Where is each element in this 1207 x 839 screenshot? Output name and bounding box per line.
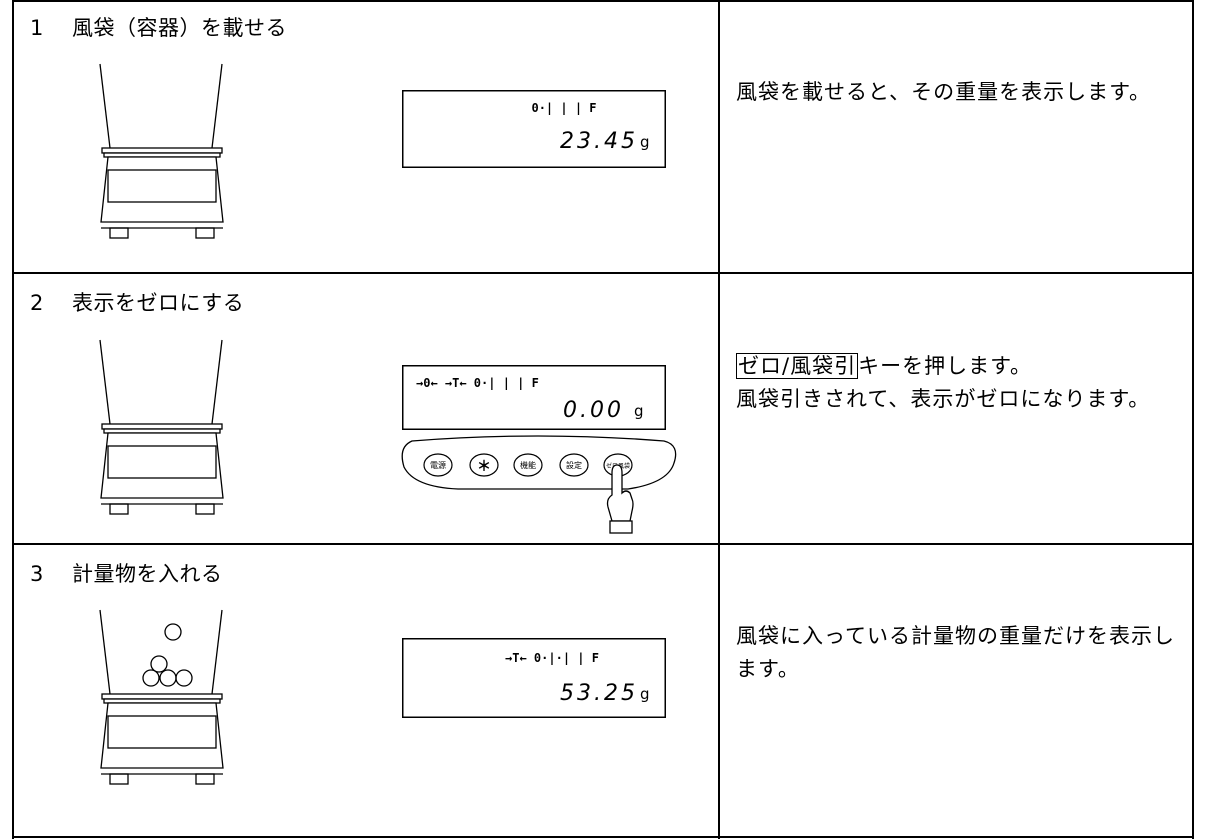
balance-display-2: →0← →T← 0·| | | F 0.00 g <box>402 365 666 430</box>
step-1-title: 1 風袋（容器）を載せる <box>30 12 287 42</box>
description-text: 風袋引きされて、表示がゼロになります。 <box>736 387 1151 411</box>
scale-with-bag-icon <box>99 63 224 239</box>
key-label: 機能 <box>520 460 536 470</box>
step-title-text: 風袋（容器）を載せる <box>72 16 287 40</box>
row-divider-1 <box>12 272 1194 274</box>
key-label: 電源 <box>430 461 446 470</box>
step-number: 3 <box>30 562 44 586</box>
table-border-bottom <box>12 836 1194 838</box>
column-divider <box>718 0 720 839</box>
key-asterisk[interactable] <box>469 453 499 477</box>
step-title-text: 表示をゼロにする <box>72 291 245 315</box>
display-unit: g <box>640 133 650 151</box>
key-power[interactable] <box>423 453 453 477</box>
balance-display-3: →T← 0·|·| | F 53.25 g <box>402 638 666 718</box>
key-function[interactable] <box>513 453 543 477</box>
step-1-description: 風袋を載せると、その重量を表示します。 <box>736 76 1192 109</box>
description-key-suffix: キーを押します。 <box>858 354 1032 378</box>
zero-tare-key-label: ゼロ/風袋引 <box>736 353 859 379</box>
row-divider-2 <box>12 543 1194 545</box>
step-3-description: 風袋に入っている計量物の重量だけを表示します。 <box>736 620 1192 686</box>
table-border-top <box>12 0 1194 2</box>
scale-with-bag-icon <box>99 339 224 515</box>
step-3-title: 3 計量物を入れる <box>30 558 223 588</box>
step-2-title: 2 表示をゼロにする <box>30 287 244 317</box>
step-2-description: ゼロ/風袋引キーを押します。 風袋引きされて、表示がゼロになります。 <box>736 350 1192 416</box>
display-unit: g <box>640 685 650 703</box>
display-indicators: 0·| | | F <box>531 101 596 115</box>
display-indicators: →0← →T← 0·| | | F <box>416 376 539 390</box>
finger-press-icon <box>606 464 634 534</box>
display-value: 0.00 <box>563 398 624 423</box>
display-unit: g <box>634 402 644 420</box>
display-indicators: →T← 0·|·| | F <box>505 651 599 665</box>
display-value: 23.45 <box>560 129 638 154</box>
key-label: 設定 <box>566 460 582 470</box>
table-border-left <box>12 0 14 839</box>
keypad: 電源 ＊ 機能 設定 ゼロ風袋 <box>401 435 677 534</box>
key-label: ＊ <box>477 459 491 475</box>
description-text: 風袋に入っている計量物の重量だけを表示します。 <box>736 624 1175 681</box>
display-value: 53.25 <box>560 681 638 706</box>
scale-with-objects-icon <box>99 609 224 785</box>
description-text: 風袋を載せると、その重量を表示します。 <box>736 80 1152 104</box>
balance-display-1: 0·| | | F 23.45 g <box>402 90 666 168</box>
step-number: 2 <box>30 291 44 315</box>
table-border-right <box>1192 0 1194 839</box>
step-title-text: 計量物を入れる <box>72 562 223 586</box>
step-number: 1 <box>30 16 44 40</box>
key-settings[interactable] <box>559 453 589 477</box>
